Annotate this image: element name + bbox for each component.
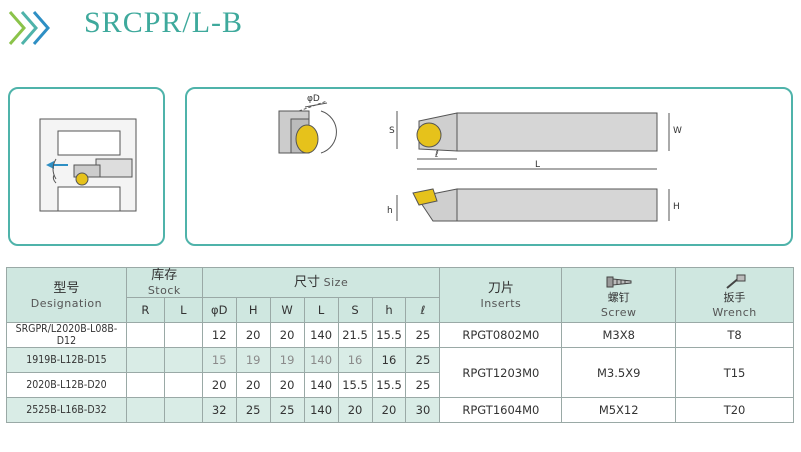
length-cell: 140 xyxy=(303,347,339,373)
stock-header: 库存 Stock xyxy=(125,267,203,298)
length-cell: 140 xyxy=(303,322,339,348)
phi-d-label: φD xyxy=(307,94,320,104)
table-row: 1919B-L12B-D15 15 19 19 140 16 16 25 RPG… xyxy=(6,347,794,398)
wrench-cell: T15 xyxy=(675,347,794,398)
top-view: S W ℓ L xyxy=(389,111,682,170)
col-header-phi-d: φD xyxy=(201,297,237,323)
col-header-h-small: h xyxy=(371,297,407,323)
designation-cell: 1919B-L12B-D15 xyxy=(6,347,127,373)
l-dim-label: L xyxy=(535,160,540,170)
h-small-cell: 15.5 xyxy=(371,322,407,348)
insert-cell: RPGT1604M0 xyxy=(439,397,563,423)
h-cell: 20 xyxy=(235,322,271,348)
specification-table: 型号 Designation 库存 Stock 尺寸 Size 刀片 Inser… xyxy=(6,267,794,423)
screw-header: 螺钉 Screw xyxy=(561,267,677,323)
wrench-icon xyxy=(725,274,746,289)
insert-cell: RPGT1203M0 xyxy=(439,347,563,398)
col-header-length: L xyxy=(303,297,339,323)
h-small-cell: 15.5 xyxy=(371,372,407,398)
size-header: 尺寸 Size xyxy=(201,267,441,298)
l-small-cell: 25 xyxy=(405,322,441,348)
col-header-h: H xyxy=(235,297,271,323)
w-dim-label: W xyxy=(673,126,682,136)
wrench-cell: T20 xyxy=(675,397,794,423)
l-small-dim-label: ℓ xyxy=(434,150,439,160)
phi-d-cell: 15 xyxy=(201,347,237,373)
screw-header-en: Screw xyxy=(600,305,637,319)
inserts-header: 刀片 Inserts xyxy=(439,267,563,323)
table-row: SRGPR/L2020B-L08B-D12 12 20 20 140 21.5 … xyxy=(6,322,794,348)
stock-l-cell xyxy=(163,322,203,348)
stock-r-cell xyxy=(125,397,165,423)
end-view: φD xyxy=(278,94,337,154)
application-sketch-panel xyxy=(8,87,165,246)
l-small-cell: 30 xyxy=(405,397,441,423)
stock-header-en: Stock xyxy=(147,284,181,297)
h-small-cell: 20 xyxy=(371,397,407,423)
col-header-w: W xyxy=(269,297,305,323)
inserts-header-cn: 刀片 xyxy=(487,280,514,296)
h-small-cell: 16 xyxy=(371,347,407,373)
insert-cell: RPGT0802M0 xyxy=(439,322,563,348)
wrench-header-en: Wrench xyxy=(712,305,757,319)
technical-drawing: φD S W ℓ L h H xyxy=(278,94,682,222)
length-cell: 140 xyxy=(303,372,339,398)
stock-l-cell xyxy=(163,372,203,398)
size-header-en: Size xyxy=(323,275,349,289)
stock-r-cell xyxy=(125,372,165,398)
technical-drawing-panel: φD S W ℓ L h H xyxy=(185,87,793,246)
l-small-cell: 25 xyxy=(405,347,441,373)
h-small-dim-label: h xyxy=(387,206,393,216)
w-cell: 20 xyxy=(269,322,305,348)
designation-cell: 2020B-L12B-D20 xyxy=(6,372,127,398)
stock-l-cell xyxy=(163,397,203,423)
screw-icon xyxy=(606,276,632,287)
stock-l-cell xyxy=(163,347,203,373)
table-row: 2525B-L16B-D32 32 25 25 140 20 20 30 RPG… xyxy=(6,397,794,423)
designation-header-en: Designation xyxy=(30,296,103,310)
s-cell: 15.5 xyxy=(337,372,373,398)
s-cell: 21.5 xyxy=(337,322,373,348)
wrench-header: 扳手 Wrench xyxy=(675,267,794,323)
col-header-s: S xyxy=(337,297,373,323)
phi-d-cell: 20 xyxy=(201,372,237,398)
w-cell: 20 xyxy=(269,372,305,398)
col-header-l-small: ℓ xyxy=(405,297,441,323)
h-cell: 25 xyxy=(235,397,271,423)
size-header-cn: 尺寸 xyxy=(293,274,320,290)
screw-header-cn: 螺钉 xyxy=(607,290,630,304)
phi-d-cell: 12 xyxy=(201,322,237,348)
w-cell: 19 xyxy=(269,347,305,373)
h-cell: 19 xyxy=(235,347,271,373)
h-dim-label: H xyxy=(673,202,680,212)
page-title: SRCPR/L-B xyxy=(84,6,244,39)
screw-cell: M3X8 xyxy=(561,322,677,348)
stock-r-cell xyxy=(125,347,165,373)
wrench-cell: T8 xyxy=(675,322,794,348)
col-header-r: R xyxy=(125,297,165,323)
h-cell: 20 xyxy=(235,372,271,398)
application-sketch xyxy=(39,118,137,212)
designation-cell: SRGPR/L2020B-L08B-D12 xyxy=(6,322,127,348)
designation-header-cn: 型号 xyxy=(53,280,80,296)
screw-cell: M5X12 xyxy=(561,397,677,423)
length-cell: 140 xyxy=(303,397,339,423)
stock-r-cell xyxy=(125,322,165,348)
side-view: h H xyxy=(387,188,680,222)
inserts-header-en: Inserts xyxy=(480,296,522,310)
designation-header: 型号 Designation xyxy=(6,267,127,323)
w-cell: 25 xyxy=(269,397,305,423)
phi-d-cell: 32 xyxy=(201,397,237,423)
s-cell: 16 xyxy=(337,347,373,373)
s-dim-label: S xyxy=(389,126,395,136)
l-small-cell: 25 xyxy=(405,372,441,398)
screw-cell: M3.5X9 xyxy=(561,347,677,398)
stock-header-cn: 库存 xyxy=(151,268,178,283)
designation-cell: 2525B-L16B-D32 xyxy=(6,397,127,423)
chevron-logo-icon xyxy=(8,11,50,45)
wrench-header-cn: 扳手 xyxy=(723,290,746,304)
s-cell: 20 xyxy=(337,397,373,423)
col-header-l-stock: L xyxy=(163,297,203,323)
